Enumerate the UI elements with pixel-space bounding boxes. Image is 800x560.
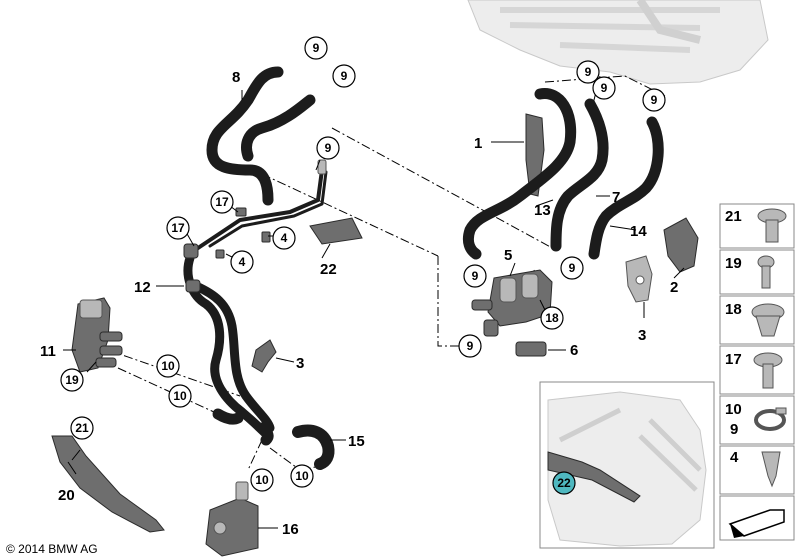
svg-text:10: 10 xyxy=(161,359,175,373)
valve-11[interactable] xyxy=(71,297,123,373)
svg-text:17: 17 xyxy=(171,221,185,235)
callout-3-center: 3 xyxy=(296,355,304,372)
callout-13: 13 xyxy=(534,202,551,219)
legend-label-17: 17 xyxy=(725,351,742,368)
callout-9-h: 9 xyxy=(560,256,584,280)
svg-text:9: 9 xyxy=(651,93,658,107)
callout-9-e: 9 xyxy=(592,76,616,100)
callout-9-c: 9 xyxy=(316,136,340,160)
svg-text:4: 4 xyxy=(239,255,246,269)
hose-7[interactable] xyxy=(550,98,609,252)
callout-11: 11 xyxy=(40,343,56,360)
callout-5: 5 xyxy=(504,247,512,264)
callout-12: 12 xyxy=(134,279,151,296)
bracket-2[interactable] xyxy=(663,217,699,273)
svg-text:19: 19 xyxy=(65,373,79,387)
nut-18-icon xyxy=(751,303,785,337)
pad-22[interactable] xyxy=(309,217,363,245)
callout-9-i: 9 xyxy=(458,334,482,358)
callout-21: 21 xyxy=(70,416,94,440)
callout-10-b: 10 xyxy=(168,384,192,408)
callout-2: 2 xyxy=(670,279,678,296)
callout-17-a: 17 xyxy=(210,190,234,214)
svg-text:9: 9 xyxy=(313,41,320,55)
callout-16: 16 xyxy=(282,521,299,538)
copyright-text: © 2014 BMW AG xyxy=(6,542,98,556)
callout-9-g: 9 xyxy=(463,264,487,288)
callout-8: 8 xyxy=(232,69,240,86)
part-6[interactable] xyxy=(515,341,547,357)
svg-text:4: 4 xyxy=(281,231,288,245)
screw-21-icon xyxy=(757,208,787,243)
location-inset: 22 xyxy=(539,381,715,549)
screw-17-icon xyxy=(753,352,783,389)
callout-9-b: 9 xyxy=(332,64,356,88)
svg-text:9: 9 xyxy=(569,261,576,275)
callout-10-c: 10 xyxy=(250,468,274,492)
clip-3-center[interactable] xyxy=(251,339,277,373)
inset-highlight xyxy=(552,471,576,495)
svg-text:9: 9 xyxy=(601,81,608,95)
svg-text:9: 9 xyxy=(467,339,474,353)
callout-17-b: 17 xyxy=(166,216,190,240)
bracket-20[interactable] xyxy=(51,435,165,533)
engine-background xyxy=(467,0,769,85)
hose-12[interactable] xyxy=(183,159,328,439)
svg-text:9: 9 xyxy=(585,65,592,79)
callout-3-right: 3 xyxy=(638,327,646,344)
hose-14[interactable] xyxy=(588,116,664,260)
callout-4-b: 4 xyxy=(230,250,254,274)
callout-9-f: 9 xyxy=(642,88,666,112)
svg-text:10: 10 xyxy=(173,389,187,403)
callout-14: 14 xyxy=(630,223,647,240)
callout-22-inset: 22 xyxy=(557,476,571,490)
svg-text:21: 21 xyxy=(75,421,89,435)
screw-19-icon xyxy=(757,255,775,289)
callout-18: 18 xyxy=(540,306,564,330)
svg-text:10: 10 xyxy=(255,473,269,487)
svg-text:10: 10 xyxy=(295,469,309,483)
hose-small-left[interactable] xyxy=(212,408,274,446)
legend-label-4: 4 xyxy=(730,449,739,466)
legend-label-18: 18 xyxy=(725,301,742,318)
pump-16[interactable] xyxy=(205,481,259,557)
svg-text:9: 9 xyxy=(341,69,348,83)
callout-22: 22 xyxy=(320,261,337,278)
callout-15: 15 xyxy=(348,433,365,450)
callout-1: 1 xyxy=(474,135,482,152)
callout-20: 20 xyxy=(58,487,75,504)
arrow-icon xyxy=(728,509,785,538)
valve-5[interactable] xyxy=(471,269,553,337)
fastener-legend: 21 19 18 17 10 9 4 xyxy=(719,203,795,541)
clip-4-icon xyxy=(761,451,781,488)
svg-text:18: 18 xyxy=(545,311,559,325)
callout-6: 6 xyxy=(570,342,578,359)
callout-4-a: 4 xyxy=(272,226,296,250)
callout-10-d: 10 xyxy=(290,464,314,488)
hose-8[interactable] xyxy=(206,66,316,206)
callout-7: 7 xyxy=(612,189,620,206)
legend-label-19: 19 xyxy=(725,255,742,272)
hose-13[interactable] xyxy=(462,88,577,260)
hose-clamp-icon xyxy=(754,407,787,431)
svg-text:9: 9 xyxy=(325,141,332,155)
callout-10-a: 10 xyxy=(156,354,180,378)
callout-19: 19 xyxy=(60,368,84,392)
callout-9-a: 9 xyxy=(304,36,328,60)
svg-text:9: 9 xyxy=(472,269,479,283)
clip-3-right[interactable] xyxy=(625,255,653,303)
legend-label-10: 10 xyxy=(725,401,742,418)
legend-label-21: 21 xyxy=(725,208,742,225)
clip-4-upper[interactable] xyxy=(215,231,271,259)
svg-text:17: 17 xyxy=(215,195,229,209)
hose-15[interactable] xyxy=(292,424,335,470)
legend-label-9: 9 xyxy=(730,421,738,438)
callout-9-d: 9 xyxy=(576,60,600,84)
